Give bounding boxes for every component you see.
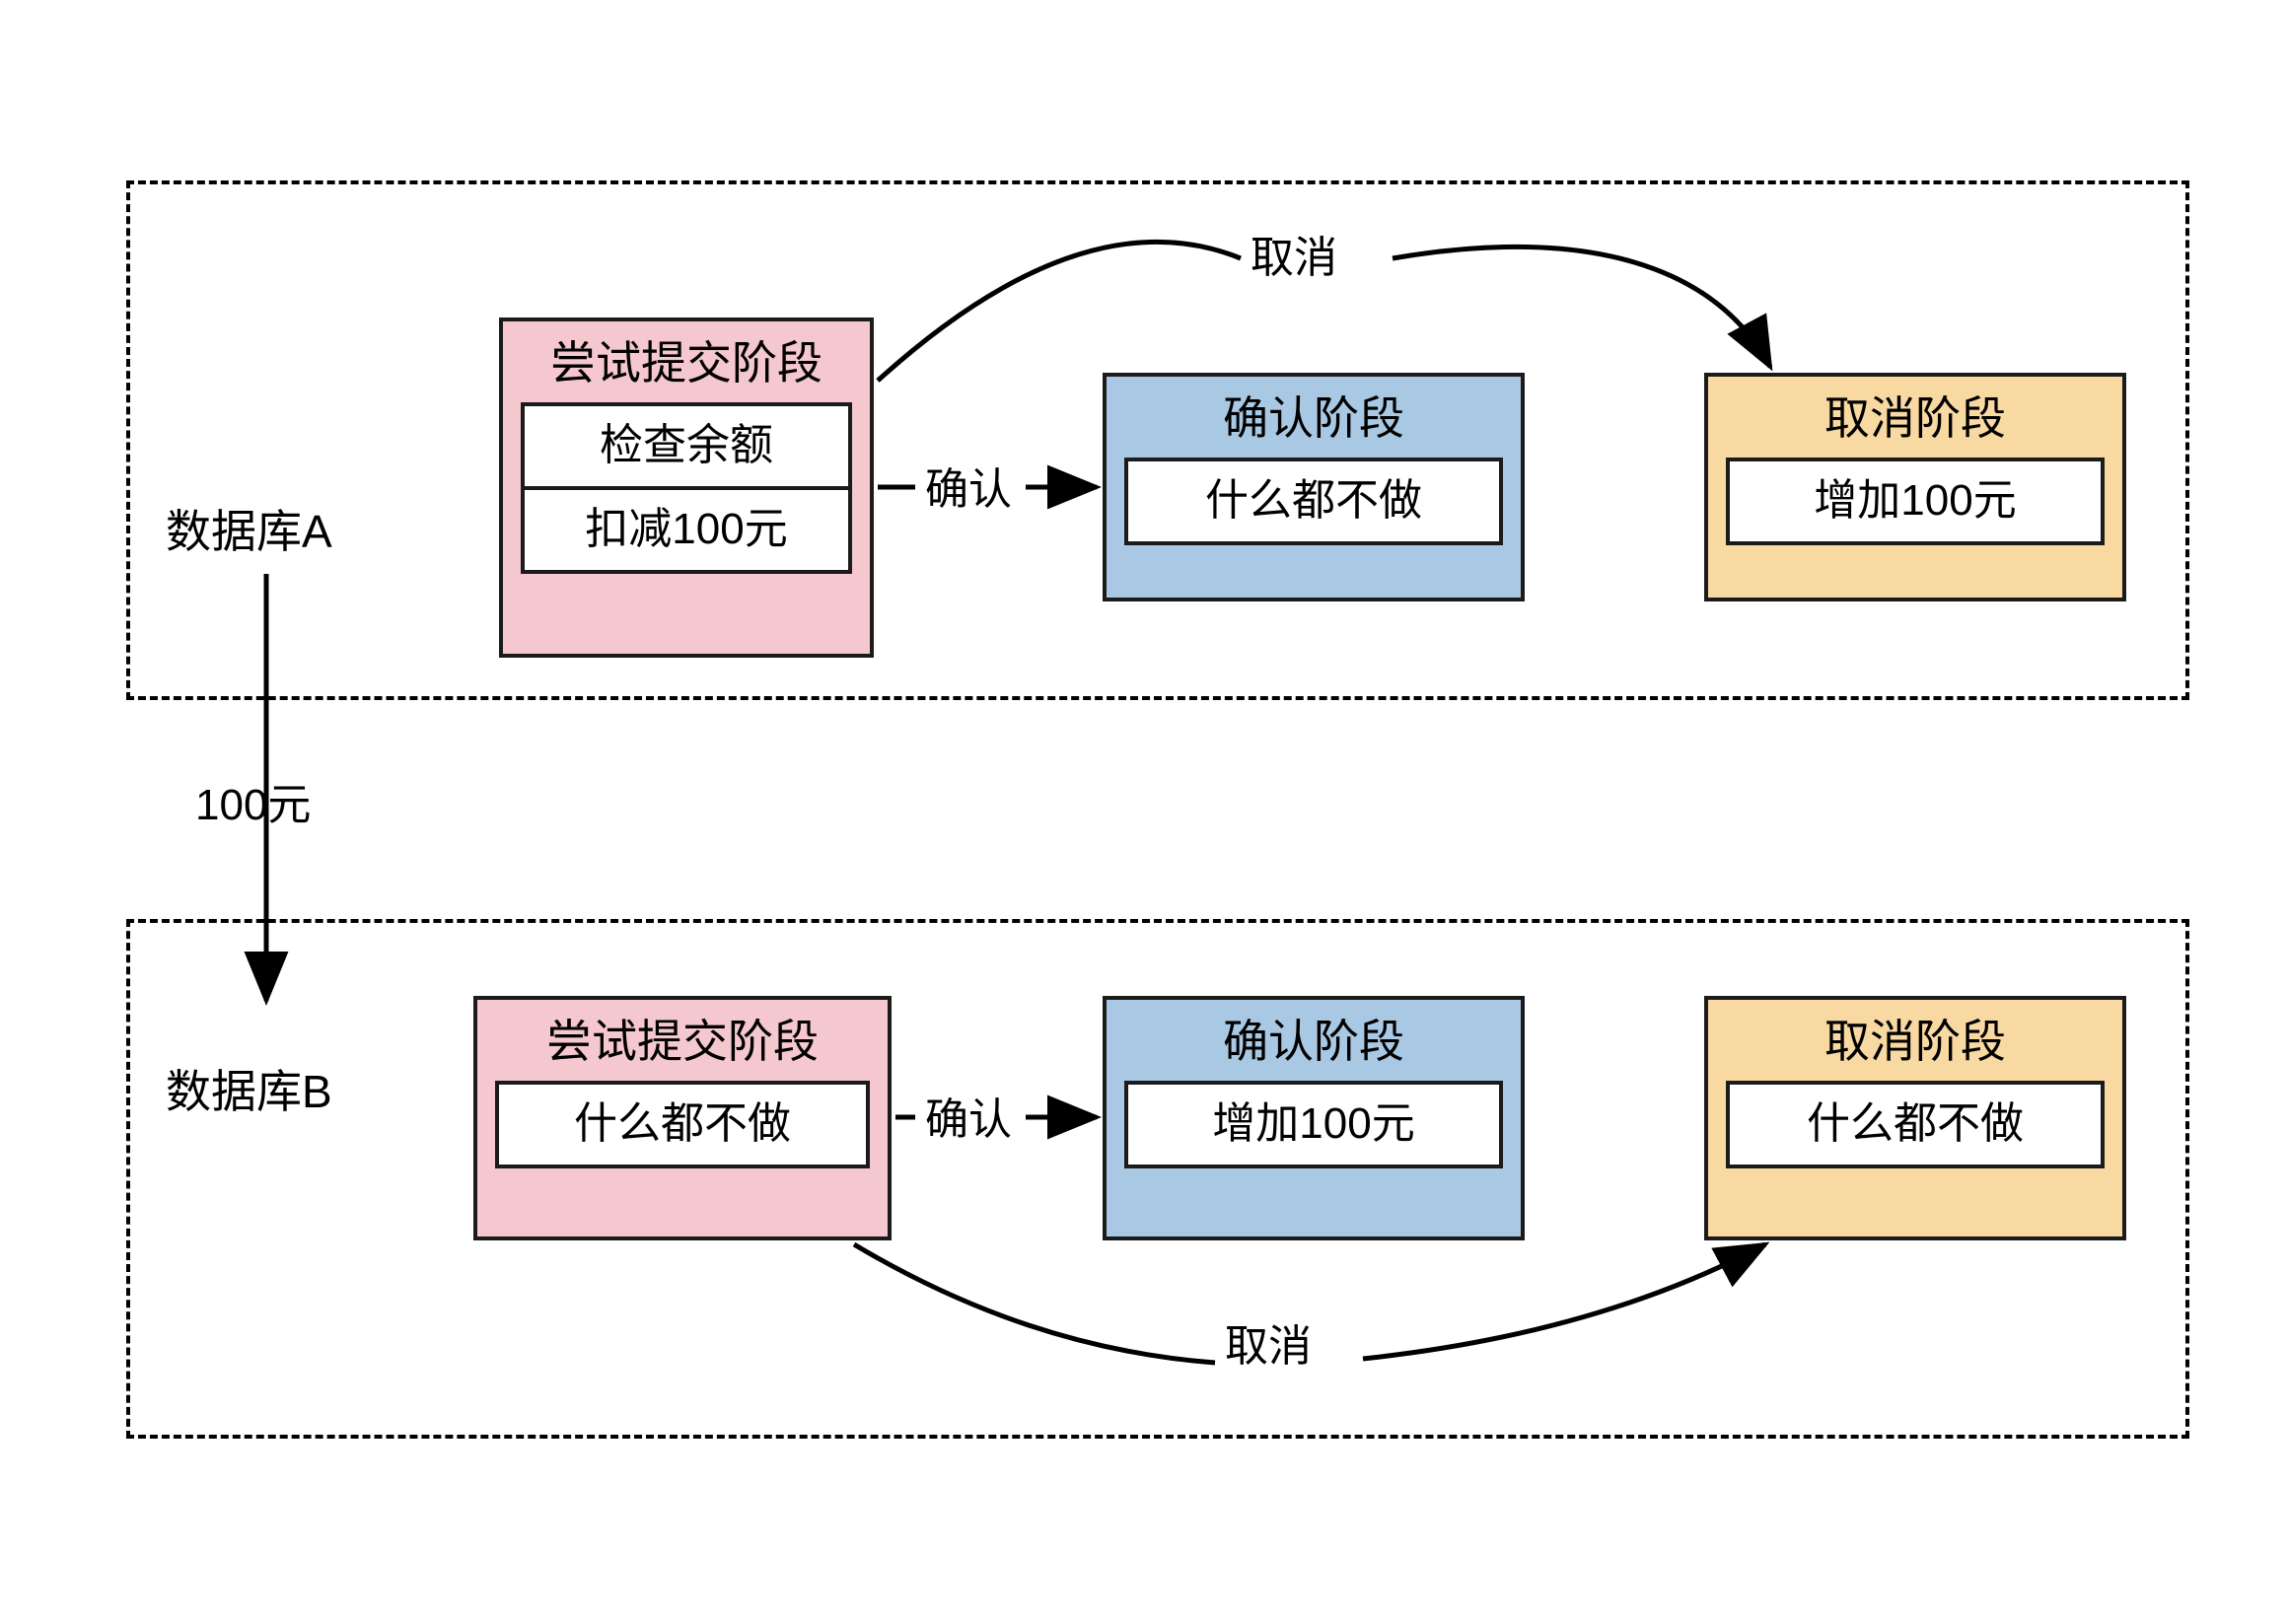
stage-body: 什么都不做 bbox=[495, 1081, 870, 1168]
edge-label-confirm-a: 确认 bbox=[919, 466, 1018, 514]
stage-title: 尝试提交阶段 bbox=[546, 1016, 819, 1067]
stage-row: 检查余额 bbox=[600, 421, 773, 470]
transfer-amount-label: 100元 bbox=[195, 781, 312, 829]
stage-cancel-b[interactable]: 取消阶段 什么都不做 bbox=[1704, 996, 2126, 1240]
edge-label-confirm-b: 确认 bbox=[919, 1096, 1018, 1144]
stage-try-a[interactable]: 尝试提交阶段 检查余额 扣减100元 bbox=[499, 318, 874, 658]
stage-row: 什么都不做 bbox=[1205, 476, 1422, 526]
stage-title: 取消阶段 bbox=[1824, 392, 2006, 444]
stage-row: 什么都不做 bbox=[574, 1099, 791, 1149]
stage-row: 增加100元 bbox=[1814, 476, 2017, 526]
database-label-b: 数据库B bbox=[166, 1066, 332, 1117]
stage-body: 增加100元 bbox=[1726, 458, 2105, 545]
stage-title: 尝试提交阶段 bbox=[550, 337, 822, 388]
stage-body: 检查余额 扣减100元 bbox=[521, 402, 852, 574]
stage-row: 什么都不做 bbox=[1807, 1099, 2024, 1149]
stage-cancel-a[interactable]: 取消阶段 增加100元 bbox=[1704, 373, 2126, 601]
stage-row: 增加100元 bbox=[1212, 1099, 1415, 1149]
database-label-a: 数据库A bbox=[166, 506, 332, 557]
stage-title: 确认阶段 bbox=[1223, 1016, 1404, 1067]
edge-label-cancel-b: 取消 bbox=[1219, 1323, 1318, 1371]
database-region-b bbox=[126, 919, 2189, 1439]
stage-body: 增加100元 bbox=[1124, 1081, 1503, 1168]
stage-title: 确认阶段 bbox=[1223, 392, 1404, 444]
stage-try-b[interactable]: 尝试提交阶段 什么都不做 bbox=[473, 996, 892, 1240]
stage-confirm-b[interactable]: 确认阶段 增加100元 bbox=[1103, 996, 1525, 1240]
stage-body: 什么都不做 bbox=[1726, 1081, 2105, 1168]
edge-label-cancel-a: 取消 bbox=[1245, 235, 1343, 282]
stage-row: 扣减100元 bbox=[525, 485, 848, 570]
stage-title: 取消阶段 bbox=[1824, 1016, 2006, 1067]
database-region-a bbox=[126, 180, 2189, 700]
stage-confirm-a[interactable]: 确认阶段 什么都不做 bbox=[1103, 373, 1525, 601]
stage-body: 什么都不做 bbox=[1124, 458, 1503, 545]
